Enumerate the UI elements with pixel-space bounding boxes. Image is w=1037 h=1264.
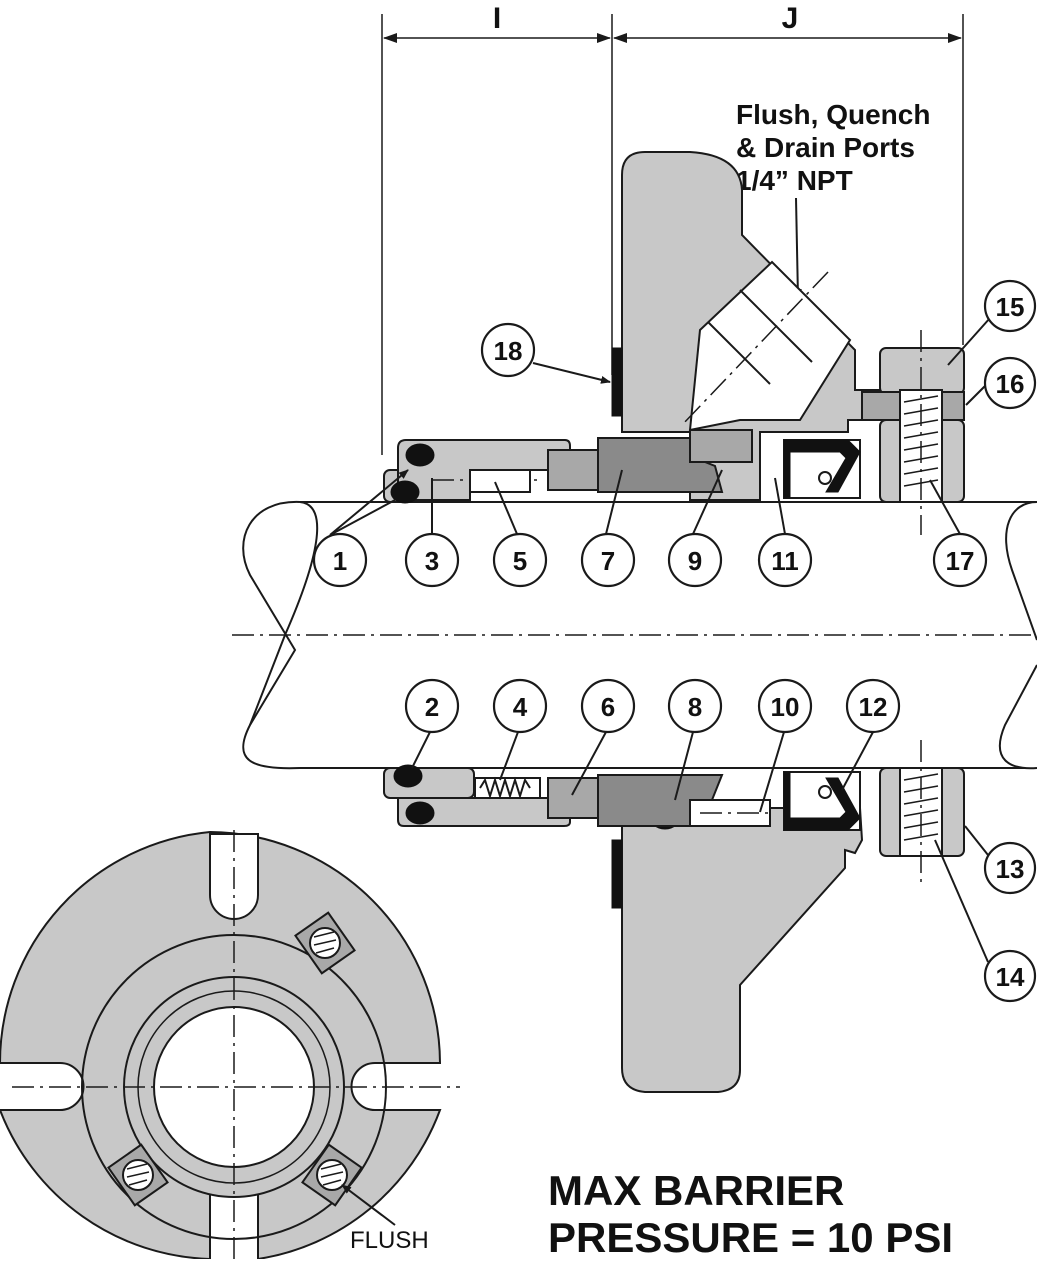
callout-9: 9 — [688, 546, 702, 576]
flush-label: FLUSH — [350, 1227, 429, 1254]
callout-15: 15 — [996, 292, 1025, 322]
port-bottom-left — [107, 1143, 169, 1207]
collar — [861, 330, 965, 885]
gland-lower — [611, 807, 864, 1093]
callout-2: 2 — [425, 692, 439, 722]
port-note: Flush, Quench & Drain Ports 1/4” NPT — [736, 99, 930, 299]
lower-callouts: 2 4 6 8 10 12 — [404, 678, 901, 813]
port-bottom-right-flush — [301, 1143, 363, 1207]
callout-10: 10 — [771, 692, 800, 722]
callout-11: 11 — [771, 546, 799, 576]
pressure-note: MAX BARRIER PRESSURE = 10 PSI — [548, 1167, 953, 1261]
gland-upper — [611, 151, 881, 501]
callout-6: 6 — [601, 692, 615, 722]
dimension-i-label: I — [493, 2, 501, 35]
port-top-right — [294, 911, 356, 975]
upper-callouts: 1 3 5 7 9 11 17 — [312, 469, 988, 588]
callout-7: 7 — [601, 546, 615, 576]
port-note-line3: 1/4” NPT — [736, 165, 853, 196]
callout-18-group: 18 — [480, 322, 611, 384]
sleeve — [383, 439, 571, 827]
gland-front-view: FLUSH — [0, 830, 460, 1261]
lip-seal — [783, 439, 861, 831]
callout-8: 8 — [688, 692, 702, 722]
callout-5: 5 — [513, 546, 527, 576]
callout-13: 13 — [996, 854, 1025, 884]
callout-4: 4 — [513, 692, 528, 722]
seal-faces — [547, 429, 771, 827]
port-note-line2: & Drain Ports — [736, 132, 915, 163]
callout-1: 1 — [333, 546, 347, 576]
callout-3: 3 — [425, 546, 439, 576]
callout-14: 14 — [996, 962, 1025, 992]
pressure-note-line1: MAX BARRIER — [548, 1167, 844, 1214]
dimension-j-label: J — [782, 2, 799, 35]
pressure-note-line2: PRESSURE = 10 PSI — [548, 1214, 953, 1259]
port-note-line1: Flush, Quench — [736, 99, 930, 130]
callout-12: 12 — [859, 692, 888, 722]
right-callouts: 15 16 13 14 — [934, 279, 1037, 1003]
callout-17: 17 — [946, 546, 975, 576]
dimension-lines: I J — [381, 2, 964, 455]
callout-18: 18 — [494, 336, 523, 366]
callout-16: 16 — [996, 369, 1025, 399]
